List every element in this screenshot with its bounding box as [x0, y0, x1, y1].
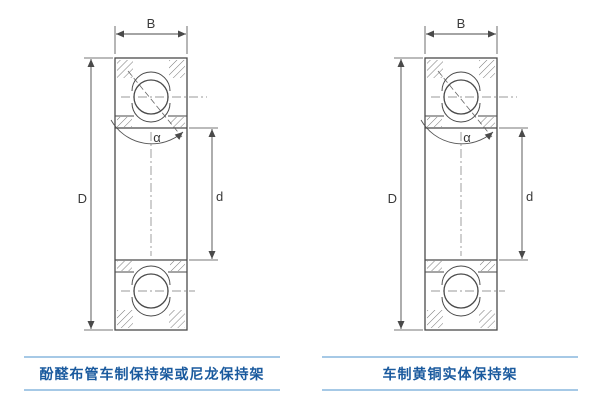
dim-label-bore-diameter-left: d [216, 189, 223, 204]
bearing-diagrams-canvas: B D d α B D d α [78, 16, 533, 348]
caption-right-text: 车制黄铜实体保持架 [382, 366, 518, 382]
dim-label-outer-diameter-right: D [388, 191, 397, 206]
caption-left: 酚醛布管车制保持架或尼龙保持架 [24, 356, 280, 391]
dim-label-bore-diameter-right: d [526, 189, 533, 204]
caption-right: 车制黄铜实体保持架 [322, 356, 578, 391]
bearing-diagram-left: B D d α [78, 16, 223, 330]
dim-label-width-right: B [457, 16, 466, 31]
dim-label-width-left: B [147, 16, 156, 31]
dim-label-contact-angle-left: α [153, 130, 161, 145]
dim-label-outer-diameter-left: D [78, 191, 87, 206]
caption-left-text: 酚醛布管车制保持架或尼龙保持架 [39, 366, 265, 382]
dim-label-contact-angle-right: α [463, 130, 471, 145]
bearing-diagram-right: B D d α [388, 16, 533, 330]
